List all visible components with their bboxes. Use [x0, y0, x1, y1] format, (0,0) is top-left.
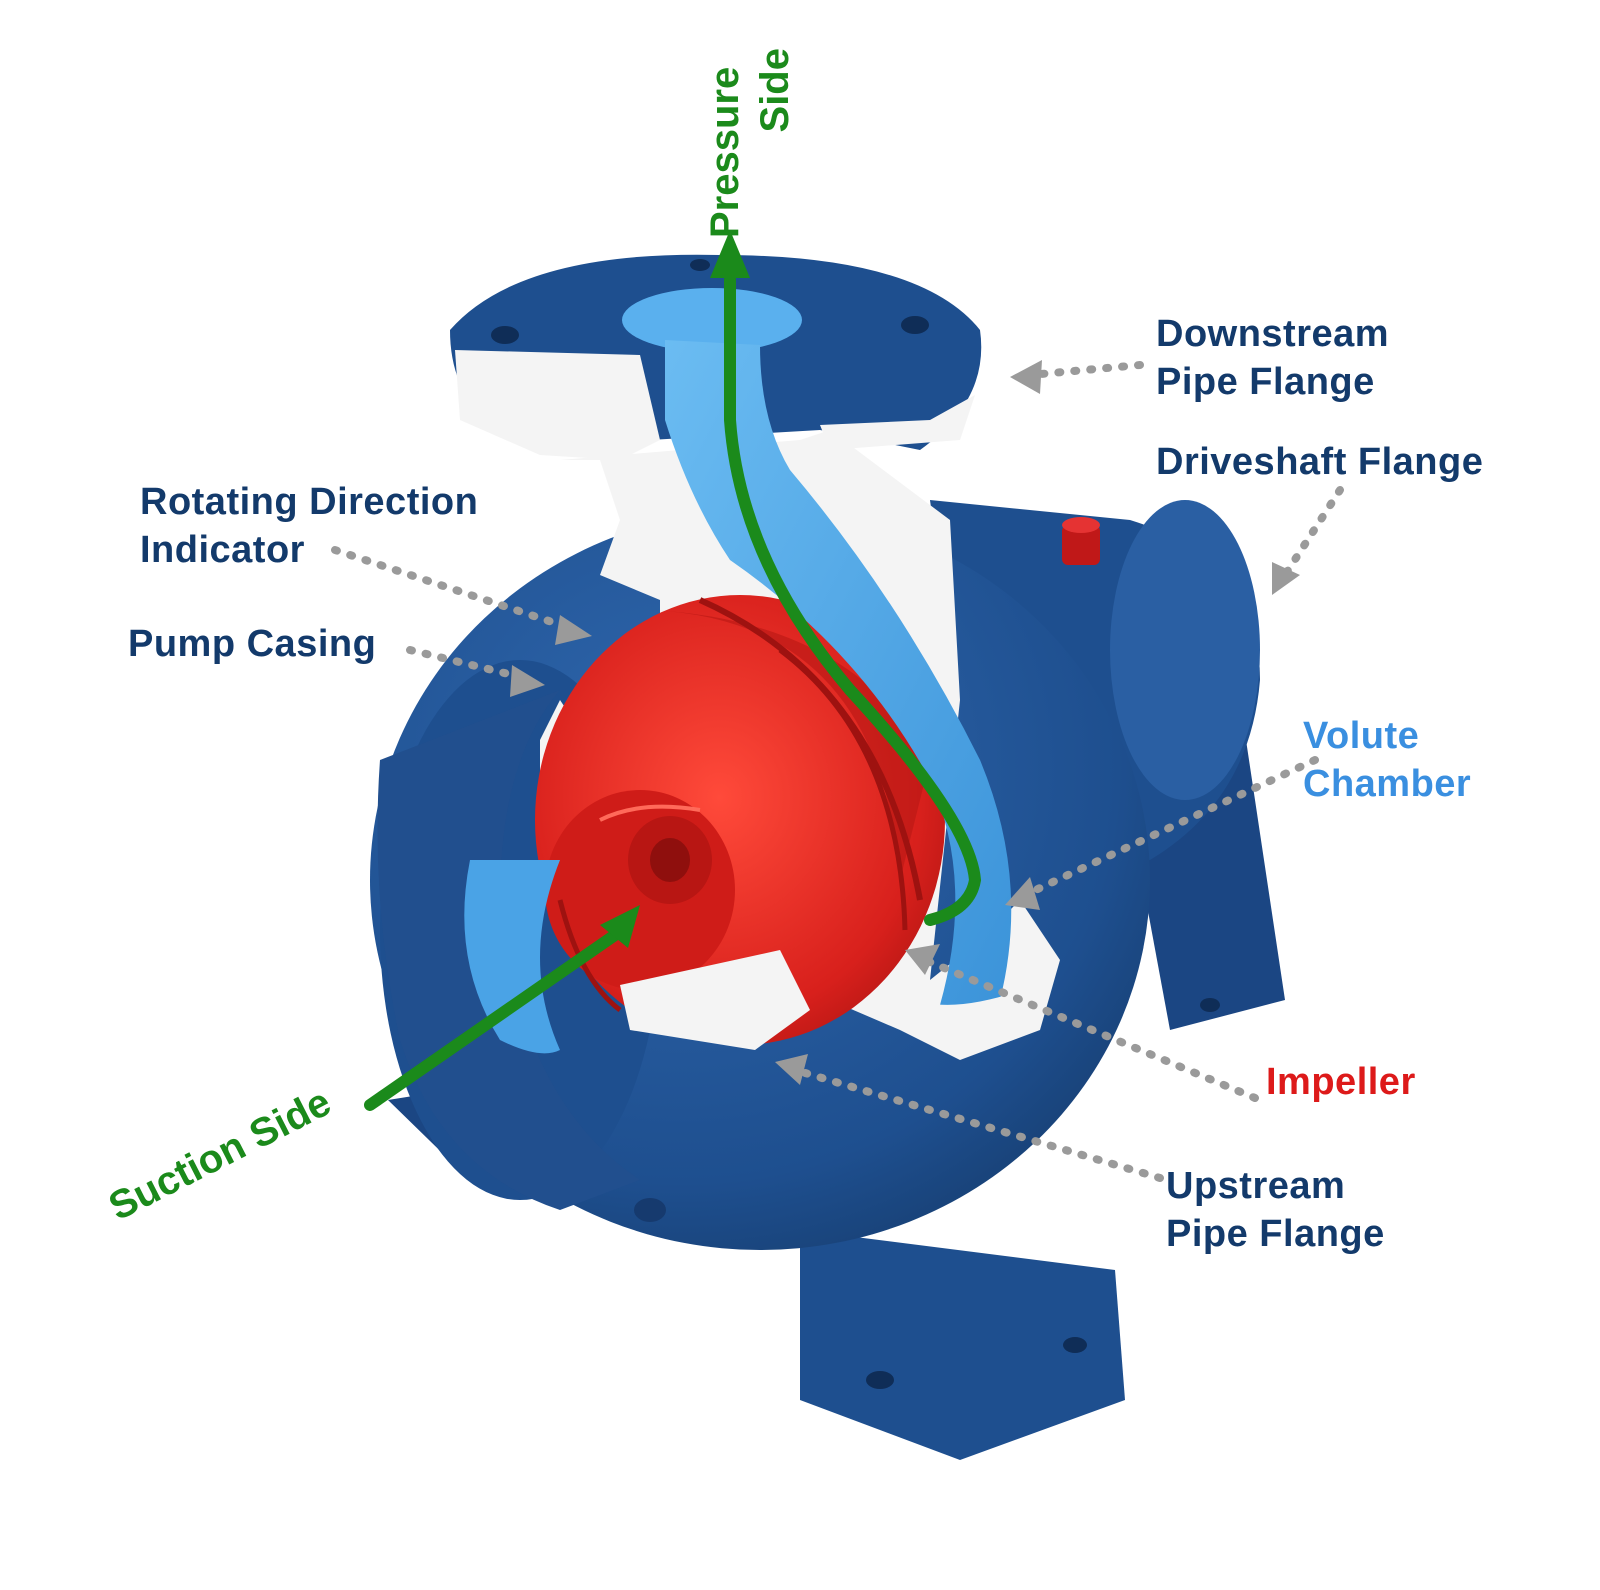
rotating-direction-label: Rotating Direction Indicator [140, 478, 478, 574]
volute-chamber-label: Volute Chamber [1303, 712, 1471, 808]
green-flow-arrow [364, 274, 982, 1111]
volute-chamber-line1: Volute [1303, 715, 1420, 757]
upstream-flange-label: Upstream Pipe Flange [1166, 1162, 1385, 1258]
upstream-flange-line1: Upstream [1166, 1165, 1346, 1207]
leader-arrowheads [510, 360, 1300, 1085]
downstream-flange-line2: Pipe Flange [1156, 361, 1375, 403]
rotating-direction-line1: Rotating Direction [140, 481, 479, 523]
rotating-direction-line2: Indicator [140, 529, 305, 571]
volute-chamber-line2: Chamber [1303, 763, 1472, 805]
downstream-flange-line1: Downstream [1156, 313, 1390, 355]
pressure-side-word: Side [753, 48, 797, 133]
upstream-flange-line2: Pipe Flange [1166, 1213, 1385, 1255]
downstream-flange-label: Downstream Pipe Flange [1156, 310, 1389, 406]
pump-casing-label: Pump Casing [128, 623, 377, 665]
suction-arrowhead [600, 905, 640, 948]
impeller-wheel [535, 595, 945, 1045]
inlet-cut-block [620, 950, 810, 1050]
pressure-arrowhead [710, 230, 750, 278]
driveshaft-flange-label: Driveshaft Flange [1156, 441, 1484, 483]
pressure-side-word: Pressure [703, 66, 747, 238]
suction-inlet-bore [464, 860, 560, 1054]
impeller-label: Impeller [1266, 1061, 1416, 1103]
dotted-leader-arrows [331, 361, 1344, 1182]
